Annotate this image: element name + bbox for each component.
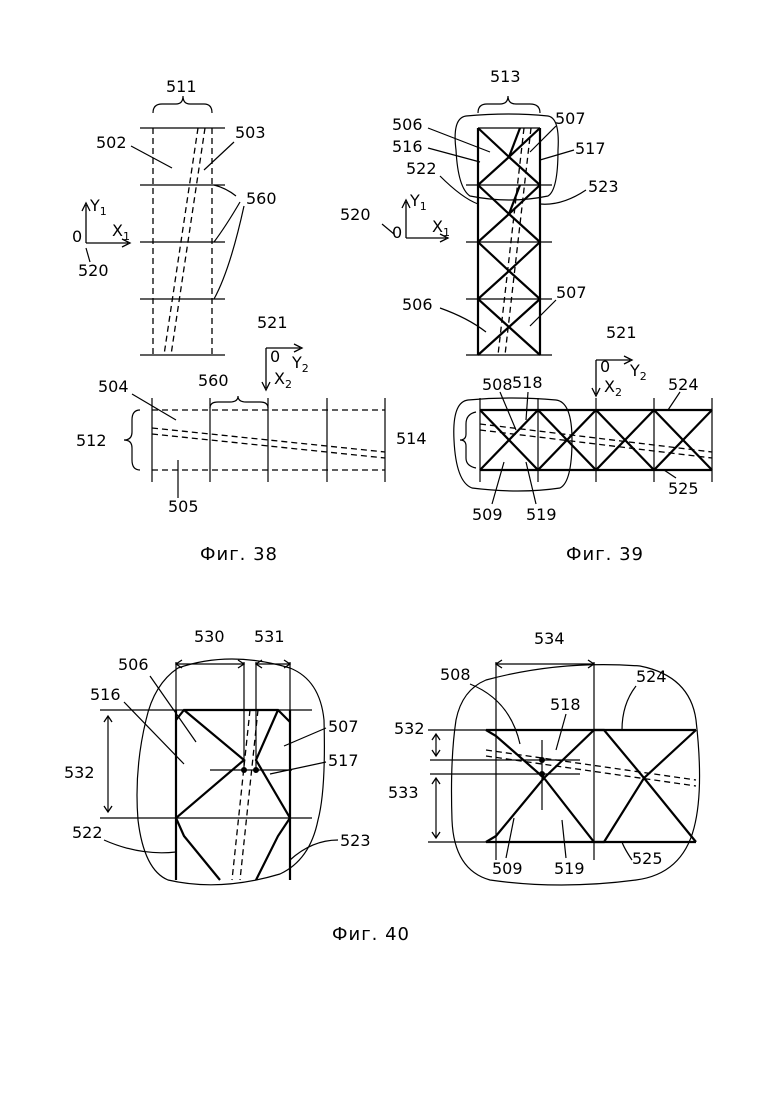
fig38-brace-512 xyxy=(124,410,140,470)
fig39-axis-x1-y1: Y1 X1 0 520 xyxy=(340,191,450,242)
fig39-outline-top xyxy=(455,114,558,200)
label-504: 504 xyxy=(98,377,129,396)
label-517: 517 xyxy=(328,751,359,770)
fig38-axis-x2-y2: 521 0 Y2 X2 xyxy=(257,313,309,391)
svg-text:0: 0 xyxy=(72,227,82,246)
label-518: 518 xyxy=(550,695,581,714)
figure-39: 513 506 507 516 517 522 523 Y1 X1 0 520 … xyxy=(340,67,712,565)
label-517: 517 xyxy=(575,139,606,158)
label-508: 508 xyxy=(482,375,513,394)
fig39-horizontal-truss xyxy=(480,398,712,482)
label-523: 523 xyxy=(588,177,619,196)
label-503: 503 xyxy=(235,123,266,142)
label-505: 505 xyxy=(168,497,199,516)
caption-fig-40: Фиг. 40 xyxy=(332,924,410,945)
label-524: 524 xyxy=(636,667,667,686)
label-525: 525 xyxy=(668,479,699,498)
fig38-axis-x1-y1: Y1 X1 0 520 xyxy=(72,196,130,280)
label-507: 507 xyxy=(328,717,359,736)
svg-text:X2: X2 xyxy=(274,369,292,391)
label-522: 522 xyxy=(406,159,437,178)
svg-text:0: 0 xyxy=(600,357,610,376)
label-520: 520 xyxy=(78,261,109,280)
label-521: 521 xyxy=(257,313,288,332)
label-509: 509 xyxy=(492,859,523,878)
svg-text:0: 0 xyxy=(392,223,402,242)
figure-40-right-detail: 534 532 533 508 518 524 509 519 525 xyxy=(388,629,700,885)
fig38-brace-560 xyxy=(210,396,268,408)
label-521: 521 xyxy=(606,323,637,342)
label-509: 509 xyxy=(472,505,503,524)
label-530: 530 xyxy=(194,627,225,646)
label-512: 512 xyxy=(76,431,107,450)
svg-text:X2: X2 xyxy=(604,377,622,399)
label-516: 516 xyxy=(392,137,423,156)
label-507: 507 xyxy=(555,109,586,128)
svg-text:Y1: Y1 xyxy=(89,196,107,218)
label-514: 514 xyxy=(396,429,427,448)
label-560: 560 xyxy=(246,189,277,208)
label-531: 531 xyxy=(254,627,285,646)
label-519: 519 xyxy=(554,859,585,878)
label-506: 506 xyxy=(392,115,423,134)
svg-text:0: 0 xyxy=(270,347,280,366)
fig39-brace-513 xyxy=(478,96,540,113)
label-532: 532 xyxy=(64,763,95,782)
svg-text:X1: X1 xyxy=(112,221,130,243)
label-511: 511 xyxy=(166,77,197,96)
figure-40-left-detail: 530 531 532 506 516 507 517 522 523 xyxy=(64,627,371,885)
label-507-lower: 507 xyxy=(556,283,587,302)
svg-text:Y2: Y2 xyxy=(629,361,647,383)
fig38-brace-511 xyxy=(153,96,212,113)
caption-fig-38: Фиг. 38 xyxy=(200,544,278,565)
svg-text:Y1: Y1 xyxy=(409,191,427,213)
label-506: 506 xyxy=(118,655,149,674)
label-506-lower: 506 xyxy=(402,295,433,314)
label-525: 525 xyxy=(632,849,663,868)
label-534: 534 xyxy=(534,629,565,648)
label-508: 508 xyxy=(440,665,471,684)
label-513: 513 xyxy=(490,67,521,86)
fig39-axis-x2-y2: 521 0 Y2 X2 xyxy=(592,323,647,399)
label-560-lower: 560 xyxy=(198,371,229,390)
label-502: 502 xyxy=(96,133,127,152)
svg-text:Y2: Y2 xyxy=(291,353,309,375)
label-516: 516 xyxy=(90,685,121,704)
figure-38: 511 502 503 560 Y1 X1 0 520 521 0 xyxy=(72,77,385,565)
label-533: 533 xyxy=(388,783,419,802)
label-532-right: 532 xyxy=(394,719,425,738)
label-518: 518 xyxy=(512,373,543,392)
label-520: 520 xyxy=(340,205,371,224)
label-522: 522 xyxy=(72,823,103,842)
fig38-horizontal-member xyxy=(152,398,385,482)
svg-text:X1: X1 xyxy=(432,217,450,239)
label-523: 523 xyxy=(340,831,371,850)
label-519: 519 xyxy=(526,505,557,524)
caption-fig-39: Фиг. 39 xyxy=(566,544,644,565)
label-524: 524 xyxy=(668,375,699,394)
